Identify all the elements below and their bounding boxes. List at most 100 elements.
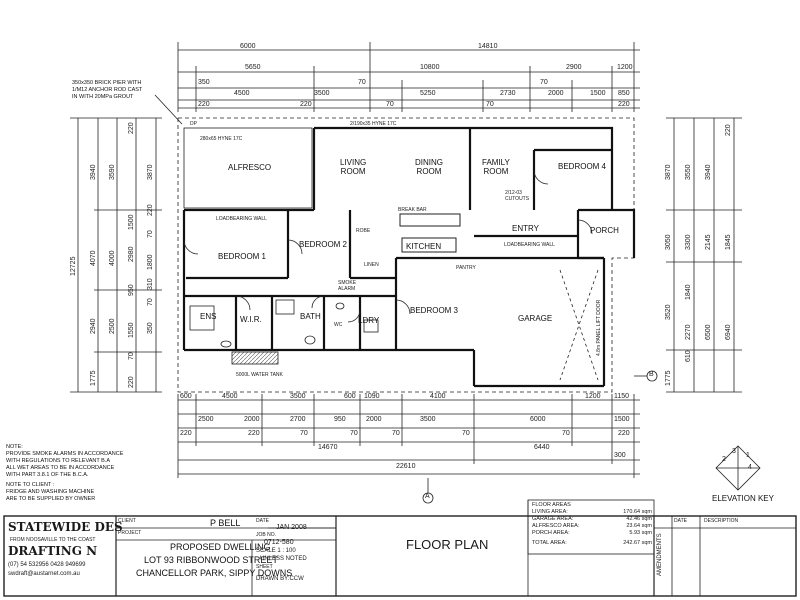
left-dim-350: 350 — [147, 322, 154, 334]
area-total-label: TOTAL AREA: — [532, 540, 567, 546]
smoke-alarm-label: SMOKE ALARM — [338, 280, 357, 292]
water-tank-label: 5000L WATER TANK — [236, 372, 283, 378]
area-total-value: 242.67 sqm — [623, 540, 652, 546]
left-dim-1550: 1550 — [128, 322, 135, 338]
left-dim-4000: 4000 — [109, 250, 116, 266]
area-label: GARAGE AREA: — [532, 516, 574, 522]
room-living: LIVING ROOM — [340, 158, 367, 176]
bot-dim-70e: 70 — [562, 430, 570, 437]
area-row: ALFRESCO AREA: 23.64 sqm — [532, 523, 652, 530]
bot-dim-220b: 220 — [248, 430, 260, 437]
room-bedroom2: BEDROOM 2 — [299, 240, 348, 249]
right-dim-6940: 6940 — [725, 324, 732, 340]
top-dim-2900: 2900 — [566, 64, 582, 71]
top-dim-6000: 6000 — [240, 43, 256, 50]
left-dim-1500: 1500 — [128, 214, 135, 230]
bot-dim-1090: 1090 — [364, 393, 380, 400]
room-dining: DINING ROOM — [415, 158, 443, 176]
right-dim-1840: 1840 — [685, 284, 692, 300]
top-dim-3500: 3500 — [314, 90, 330, 97]
area-row: GARAGE AREA: 42.46 sqm — [532, 516, 652, 523]
section-marker-b: B — [649, 371, 654, 378]
top-dim-1500: 1500 — [590, 90, 606, 97]
amendments-date-header: DATE — [674, 518, 687, 524]
left-dim-70: 70 — [128, 352, 135, 360]
top-dim-220a: 220 — [198, 101, 210, 108]
company-logo: STATEWIDE DES FROM NOOSAVILLE TO THE COA… — [8, 520, 123, 594]
room-alfresco: ALFRESCO — [228, 163, 272, 172]
elevation-key-n1: 1 — [746, 452, 750, 459]
right-dim-6500: 6500 — [705, 324, 712, 340]
top-dim-70b: 70 — [540, 79, 548, 86]
amendments-desc-header: DESCRIPTION — [704, 518, 739, 524]
left-dim-70c: 70 — [147, 298, 154, 306]
note-line: WITH REGULATIONS TO RELEVANT B.A — [6, 458, 111, 464]
sheet-label: SHEET — [256, 564, 273, 570]
elevation-key-n4: 4 — [748, 464, 752, 471]
right-dim-3300: 3300 — [685, 234, 692, 250]
bot-dim-70b: 70 — [350, 430, 358, 437]
date-value: JAN 2008 — [276, 524, 307, 531]
left-dim-outer: 12725 — [70, 256, 77, 276]
room-garage: GARAGE — [518, 314, 553, 323]
bot-dim-4500: 4500 — [222, 393, 238, 400]
left-dim-310: 310 — [147, 278, 154, 290]
left-dim-220c: 220 — [147, 204, 154, 216]
scale-value: SCALE 1 : 100 — [256, 548, 296, 554]
top-dim-4500: 4500 — [234, 90, 250, 97]
bot-dim-220c: 220 — [618, 430, 630, 437]
project-label: PROJECT — [118, 530, 142, 536]
room-pantry: PANTRY — [456, 265, 476, 271]
top-dim-850: 850 — [618, 90, 630, 97]
left-dim-2980: 2980 — [128, 246, 135, 262]
bot-dim-1150: 1150 — [614, 393, 630, 400]
right-dim-1775: 1775 — [665, 370, 672, 386]
top-dim-5650: 5650 — [245, 64, 261, 71]
note-line: ARE TO BE SUPPLIED BY OWNER — [6, 496, 96, 502]
note-line: NOTE TO CLIENT : — [6, 482, 55, 488]
room-bath: BATH — [300, 312, 321, 321]
room-bedroom3: BEDROOM 3 — [410, 306, 459, 315]
bot-dim-70c: 70 — [392, 430, 400, 437]
top-dim-2000: 2000 — [548, 90, 564, 97]
left-dim-3940: 3940 — [90, 164, 97, 180]
top-dim-70d: 70 — [486, 101, 494, 108]
bot-dim-2700: 2700 — [290, 416, 306, 423]
top-dim-5250: 5250 — [420, 90, 436, 97]
bot-dim-14670: 14670 — [318, 444, 338, 451]
left-dim-3590: 3590 — [109, 164, 116, 180]
beam-label-top: 2/190x35 HYNE 17C — [350, 121, 397, 127]
loadbearing-wall-label: LOADBEARING WALL — [216, 216, 267, 222]
area-value: 42.46 sqm — [626, 516, 652, 522]
right-dim-3940: 3940 — [705, 164, 712, 180]
right-dim-220: 220 — [725, 124, 732, 136]
cutouts-label: 2/12-03 CUTOUTS — [505, 190, 530, 202]
company-name-line2: DRAFTING N — [8, 544, 98, 558]
bot-dim-3500: 3500 — [290, 393, 306, 400]
left-dim-1775: 1775 — [90, 370, 97, 386]
top-dim-70c: 70 — [386, 101, 394, 108]
downpipe-label: DP — [190, 121, 197, 127]
elevation-key-n3: 3 — [732, 448, 736, 455]
bot-dim-600b: 600 — [344, 393, 356, 400]
bot-dim-600: 600 — [180, 393, 192, 400]
note-line: NOTE: — [6, 444, 23, 450]
bot-dim-4100: 4100 — [430, 393, 446, 400]
area-row: LIVING AREA: 170.64 sqm — [532, 509, 652, 516]
bot-dim-300: 300 — [614, 452, 626, 459]
note-line: WITH PART 3.8.1 OF THE B.C.A. — [6, 472, 89, 478]
bot-dim-2000b: 2000 — [366, 416, 382, 423]
note-line: ALL WET AREAS TO BE IN ACCORDANCE — [6, 465, 115, 471]
room-ldry: LDRY — [358, 316, 380, 325]
area-value: 5.93 sqm — [629, 530, 652, 536]
room-family: FAMILY ROOM — [482, 158, 510, 176]
left-dim-220b: 220 — [128, 376, 135, 388]
right-dim-1845: 1845 — [725, 234, 732, 250]
bot-dim-6440: 6440 — [534, 444, 550, 451]
right-dim-2145: 2145 — [705, 234, 712, 250]
project-line1: PROPOSED DWELLING — [170, 542, 271, 552]
bot-dim-950: 950 — [334, 416, 346, 423]
right-dim-2270: 2270 — [685, 324, 692, 340]
top-dim-220b: 220 — [300, 101, 312, 108]
room-ens: ENS — [200, 312, 217, 321]
